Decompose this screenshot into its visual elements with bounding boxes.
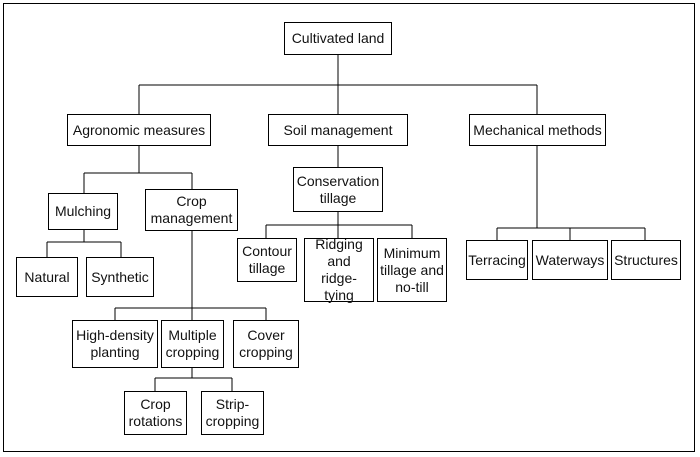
node-mechanical-methods: Mechanical methods [469,114,606,146]
node-crop-management: Crop management [145,189,238,231]
diagram-frame [3,3,695,452]
node-strip-cropping: Strip- cropping [201,391,264,435]
node-high-density-planting: High-density planting [72,320,158,368]
node-minimum-tillage-no-till: Minimum tillage and no-till [377,238,447,302]
node-conservation-tillage: Conservation tillage [293,167,383,212]
node-soil-management: Soil management [268,114,408,146]
node-ridging-ridge-tying: Ridging and ridge-tying [304,236,374,303]
node-waterways: Waterways [532,240,608,280]
node-crop-rotations: Crop rotations [124,391,187,435]
node-contour-tillage: Contour tillage [237,238,297,282]
node-mulching: Mulching [48,193,118,230]
node-cultivated-land: Cultivated land [284,22,392,55]
node-cover-cropping: Cover cropping [233,320,299,368]
node-multiple-cropping: Multiple cropping [161,320,224,368]
node-terracing: Terracing [466,240,528,280]
node-structures: Structures [611,240,681,280]
node-agronomic-measures: Agronomic measures [67,114,211,146]
node-synthetic: Synthetic [86,257,154,297]
node-natural: Natural [16,257,78,297]
